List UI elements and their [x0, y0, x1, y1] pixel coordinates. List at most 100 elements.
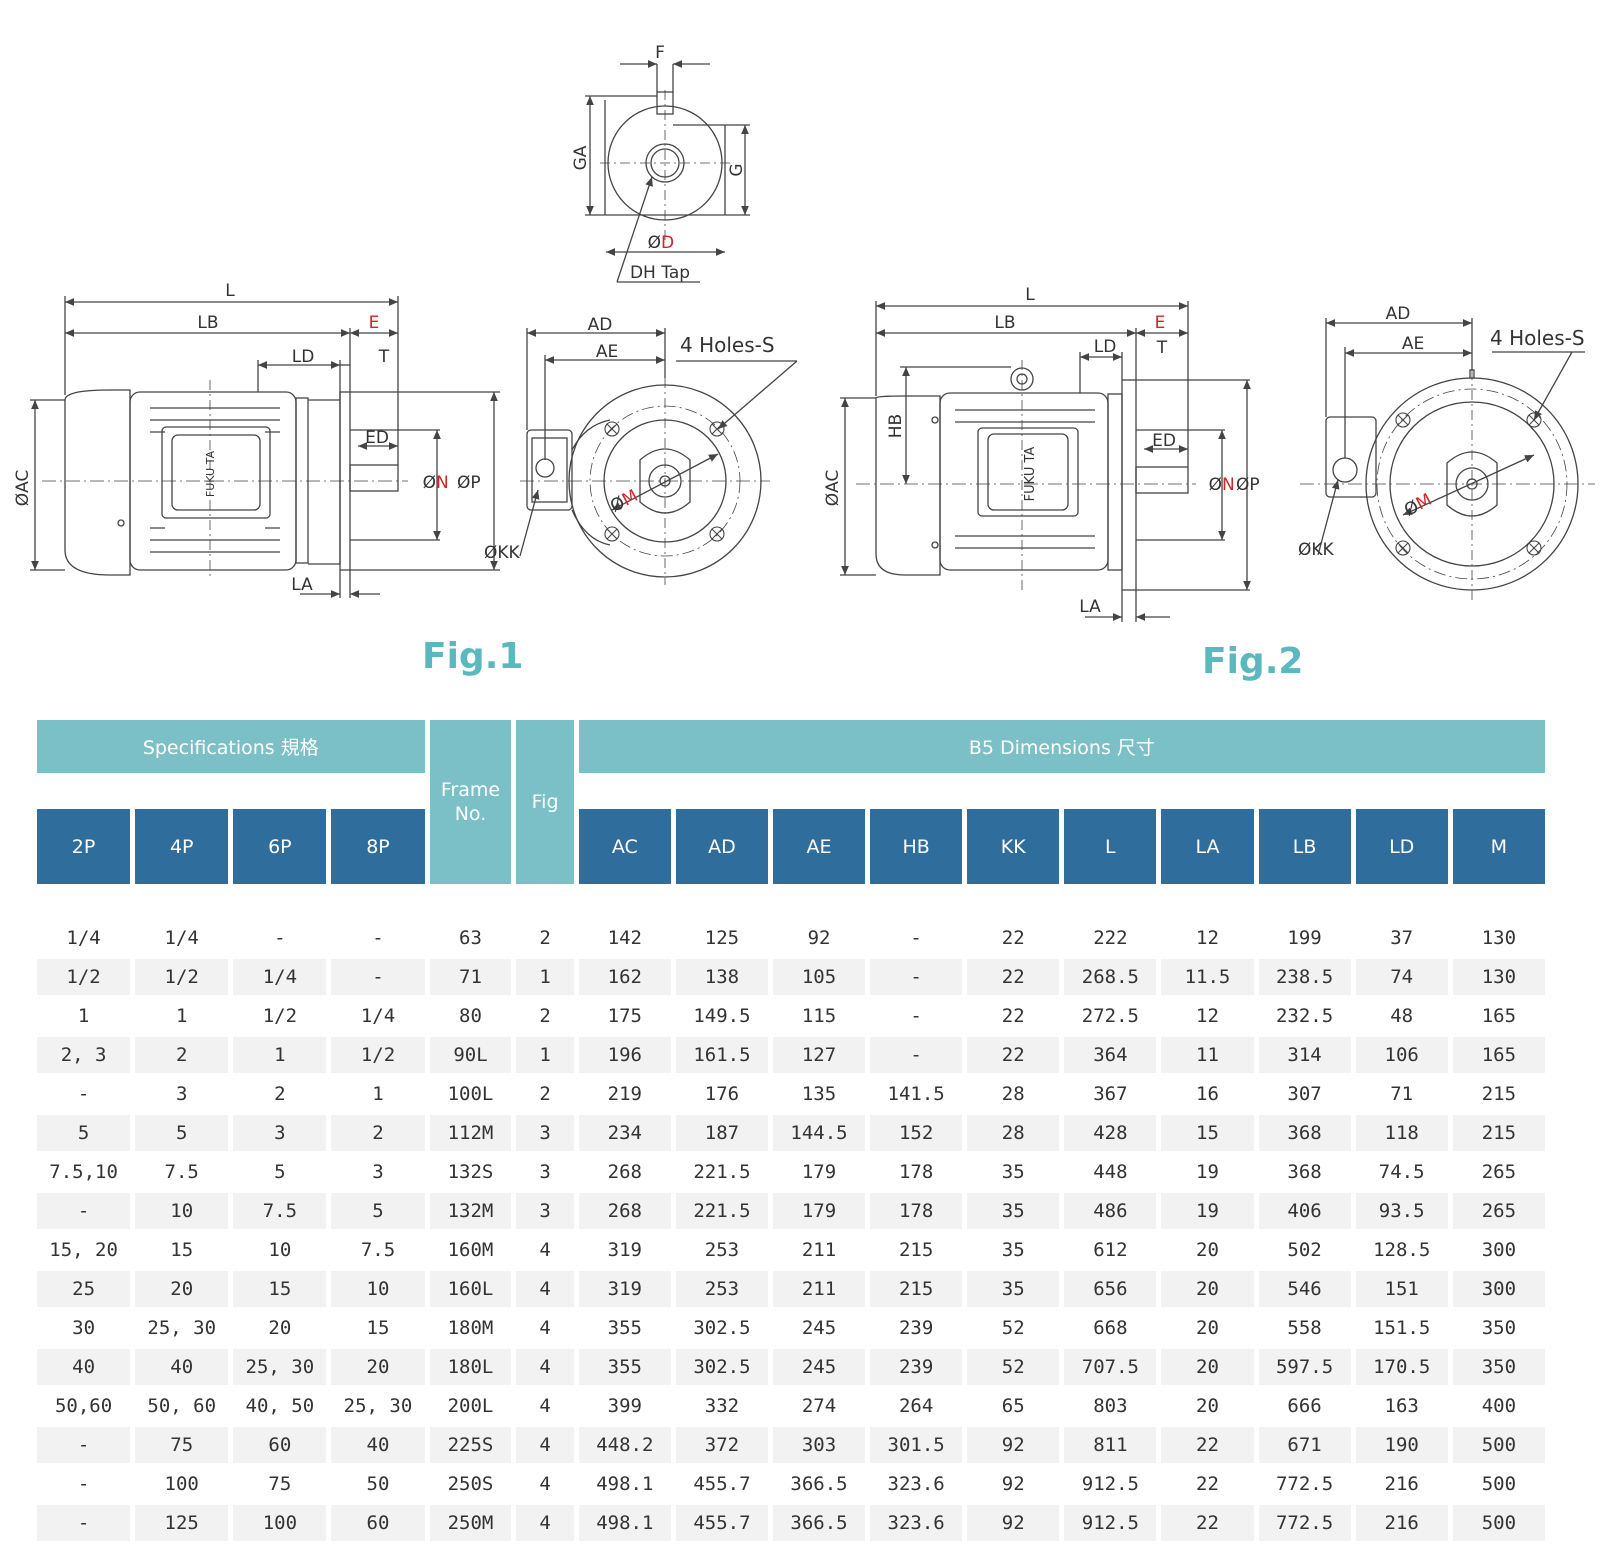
table-cell: 92 — [772, 920, 866, 959]
table-cell: 4 — [516, 1388, 574, 1427]
table-cell: 75 — [233, 1466, 327, 1505]
table-cell: 350 — [1452, 1349, 1545, 1388]
fig1-label-ld: LD — [292, 347, 315, 367]
table-cell: 16 — [1161, 1076, 1254, 1115]
table-cell: 10 — [233, 1232, 327, 1271]
table-cell: 163 — [1355, 1388, 1448, 1427]
table-cell: 1/4 — [37, 920, 131, 959]
table-cell: 22 — [967, 920, 1060, 959]
table-cell: 215 — [1452, 1115, 1545, 1154]
table-cell: 10 — [135, 1193, 229, 1232]
table-cell: 90L — [429, 1037, 512, 1076]
table-cell: 612 — [1064, 1232, 1157, 1271]
table-cell: - — [331, 920, 425, 959]
table-cell: 28 — [967, 1076, 1060, 1115]
table-cell: 232.5 — [1258, 998, 1351, 1037]
table-cell: 671 — [1258, 1427, 1351, 1466]
table-cell: 152 — [870, 1115, 963, 1154]
table-cell: 40, 50 — [233, 1388, 327, 1427]
fig1-label-lb: LB — [197, 313, 218, 333]
table-cell: 250S — [429, 1466, 512, 1505]
table-cell: 1/2 — [135, 959, 229, 998]
table-cell: 105 — [772, 959, 866, 998]
header-fig: Fig — [516, 720, 574, 884]
table-cell: 19 — [1161, 1193, 1254, 1232]
table-cell: 245 — [772, 1310, 866, 1349]
table-cell: 179 — [772, 1193, 866, 1232]
table-cell: 20 — [1161, 1310, 1254, 1349]
table-cell: 12 — [1161, 920, 1254, 959]
label-g: G — [727, 163, 747, 176]
table-cell: 803 — [1064, 1388, 1157, 1427]
table-cell: 323.6 — [870, 1505, 963, 1544]
table-cell: 35 — [967, 1193, 1060, 1232]
table-cell: 160M — [429, 1232, 512, 1271]
table-cell: 35 — [967, 1232, 1060, 1271]
table-cell: 772.5 — [1258, 1466, 1351, 1505]
table-cell: 1 — [331, 1076, 425, 1115]
table-cell: - — [331, 959, 425, 998]
table-cell: 4 — [516, 1349, 574, 1388]
table-cell: 35 — [967, 1154, 1060, 1193]
table-cell: 199 — [1258, 920, 1351, 959]
table-cell: 25, 30 — [233, 1349, 327, 1388]
header-specifications: Specifications 規格 — [37, 720, 425, 773]
table-cell: 500 — [1452, 1466, 1545, 1505]
table-cell: 7.5 — [331, 1232, 425, 1271]
table-cell: 15 — [233, 1271, 327, 1310]
table-cell: 161.5 — [675, 1037, 768, 1076]
table-cell: 1 — [516, 1037, 574, 1076]
table-cell: 22 — [967, 1037, 1060, 1076]
table-cell: - — [37, 1466, 131, 1505]
table-cell: 268.5 — [1064, 959, 1157, 998]
table-cell: 367 — [1064, 1076, 1157, 1115]
table-cell: 268 — [578, 1193, 671, 1232]
table-cell: 25, 30 — [331, 1388, 425, 1427]
fig1-label-p: ØP — [457, 473, 481, 493]
table-cell: 19 — [1161, 1154, 1254, 1193]
table-cell: 25 — [37, 1271, 131, 1310]
fig1-label-n-prefix: Ø — [423, 473, 436, 493]
table-cell: 15 — [135, 1232, 229, 1271]
table-cell: 20 — [1161, 1349, 1254, 1388]
table-cell: 597.5 — [1258, 1349, 1351, 1388]
table-cell: 448 — [1064, 1154, 1157, 1193]
table-cell: 178 — [870, 1193, 963, 1232]
table-cell: 666 — [1258, 1388, 1351, 1427]
table-cell: 215 — [870, 1232, 963, 1271]
table-cell: 234 — [578, 1115, 671, 1154]
table-cell: 558 — [1258, 1310, 1351, 1349]
table-cell: 238.5 — [1258, 959, 1351, 998]
fig2-label-ac: ØAC — [823, 470, 843, 507]
table-cell: 165 — [1452, 998, 1545, 1037]
table-cell: 502 — [1258, 1232, 1351, 1271]
table-cell: 4 — [516, 1271, 574, 1310]
table-cell: 2 — [516, 998, 574, 1037]
table-cell: 25, 30 — [135, 1310, 229, 1349]
table-cell: 22 — [967, 998, 1060, 1037]
table-cell: 314 — [1258, 1037, 1351, 1076]
table-cell: 127 — [772, 1037, 866, 1076]
table-cell: 162 — [578, 959, 671, 998]
table-cell: 332 — [675, 1388, 768, 1427]
table-cell: 200L — [429, 1388, 512, 1427]
table-cell: 253 — [675, 1271, 768, 1310]
table-cell: 274 — [772, 1388, 866, 1427]
table-cell: 668 — [1064, 1310, 1157, 1349]
table-cell: 179 — [772, 1154, 866, 1193]
fig2-label-ad: AD — [1386, 304, 1411, 324]
table-cell: 225S — [429, 1427, 512, 1466]
label-d: D — [661, 233, 674, 253]
drawings-svg: F GA G Ø D DH Tap L LB E LD T ED Ø N ØP … — [13, 43, 1595, 622]
table-cell: 130 — [1452, 959, 1545, 998]
fig2-label-t: T — [1156, 338, 1168, 358]
fig1-label-kk: ØKK — [484, 543, 521, 563]
